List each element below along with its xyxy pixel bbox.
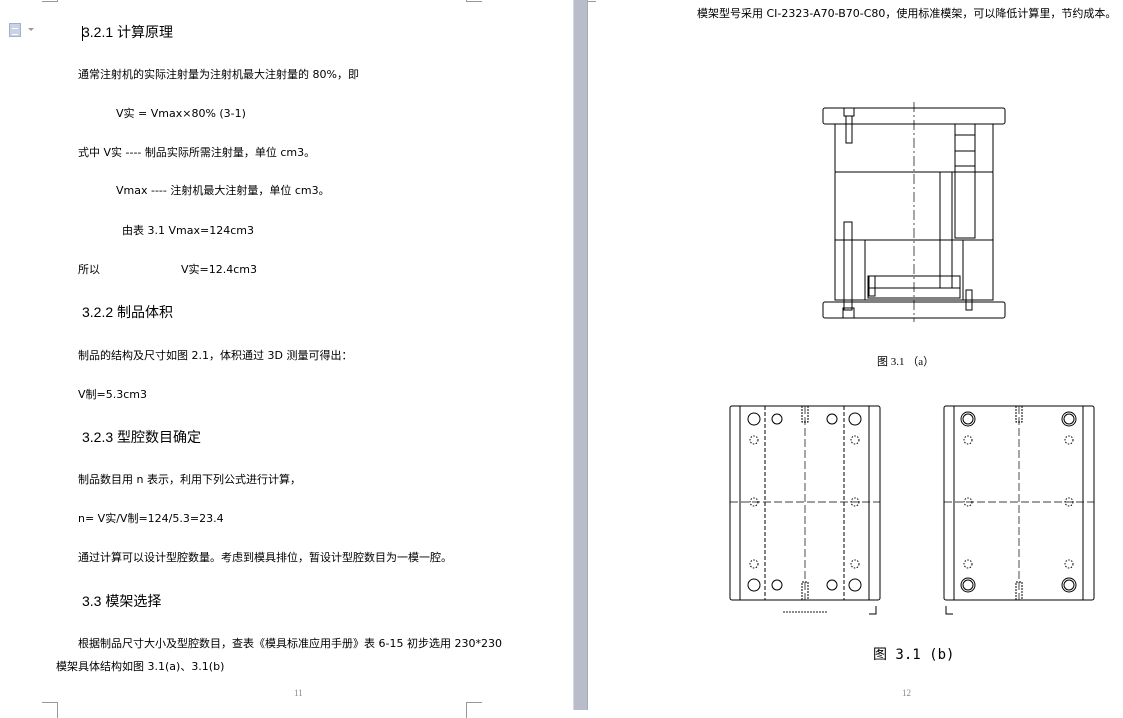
- table-reference: 由表 3.1 Vmax=124cm3: [122, 224, 254, 237]
- n-formula: n= V实/V制=124/5.3=23.4: [78, 512, 224, 525]
- mold-assembly-section-drawing: [822, 102, 1006, 322]
- heading-3-2-1: 3.2.1 计算原理: [82, 24, 174, 40]
- heading-3-3: 3.3 模架选择: [82, 593, 162, 609]
- paragraph: 模架型号采用 CI-2323-A70-B70-C80，使用标准模架，可以降低计算…: [697, 7, 1117, 20]
- page-12: 模架型号采用 CI-2323-A70-B70-C80，使用标准模架，可以降低计算…: [588, 0, 1123, 710]
- document-icon[interactable]: [9, 23, 21, 37]
- page-gutter: [573, 0, 588, 710]
- margin-mark: [42, 702, 58, 718]
- figure-caption-a: 图 3.1 （a）: [877, 356, 935, 368]
- margin-mark: [42, 0, 58, 2]
- fixed-plate-view: [943, 405, 1095, 615]
- paragraph: 制品数目用 n 表示，利用下列公式进行计算，: [78, 473, 301, 486]
- page-number: 11: [294, 688, 303, 698]
- paragraph: 制品的结构及尺寸如图 2.1，体积通过 3D 测量可得出：: [78, 349, 353, 362]
- formula-3-1: V实 = Vmax×80% (3-1): [116, 107, 246, 120]
- paragraph: 通常注射机的实际注射量为注射机最大注射量的 80%，即: [78, 68, 359, 81]
- paragraph: 根据制品尺寸大小及型腔数目，查表《模具标准应用手册》表 6-15 初步选用 23…: [78, 637, 502, 650]
- heading-3-2-3: 3.2.3 型腔数目确定: [82, 429, 202, 445]
- mold-plate-top-views-drawing: [729, 405, 1095, 615]
- so-label: 所以: [78, 263, 100, 276]
- definition-v-actual: 式中 V实 ---- 制品实际所需注射量，单位 cm3。: [78, 146, 316, 159]
- figure-caption-b: 图 3.1 (b): [873, 647, 955, 663]
- moving-plate-view: [729, 405, 881, 615]
- chevron-down-icon[interactable]: [28, 28, 34, 31]
- product-volume: V制=5.3cm3: [78, 388, 147, 401]
- text-cursor: [82, 26, 83, 41]
- definition-vmax: Vmax ---- 注射机最大注射量，单位 cm3。: [116, 184, 330, 197]
- so-value: V实=12.4cm3: [181, 263, 257, 276]
- page-number: 12: [902, 688, 911, 698]
- paragraph: 通过计算可以设计型腔数量。考虑到模具排位，暂设计型腔数目为一模一腔。: [78, 551, 452, 564]
- paragraph-continued: 模架具体结构如图 3.1(a)、3.1(b): [56, 660, 225, 673]
- page-11: 3.2.1 计算原理 通常注射机的实际注射量为注射机最大注射量的 80%，即 V…: [9, 0, 502, 718]
- margin-mark: [588, 0, 596, 2]
- margin-mark: [466, 702, 482, 718]
- heading-3-2-2: 3.2.2 制品体积: [82, 304, 174, 320]
- margin-mark: [466, 0, 482, 2]
